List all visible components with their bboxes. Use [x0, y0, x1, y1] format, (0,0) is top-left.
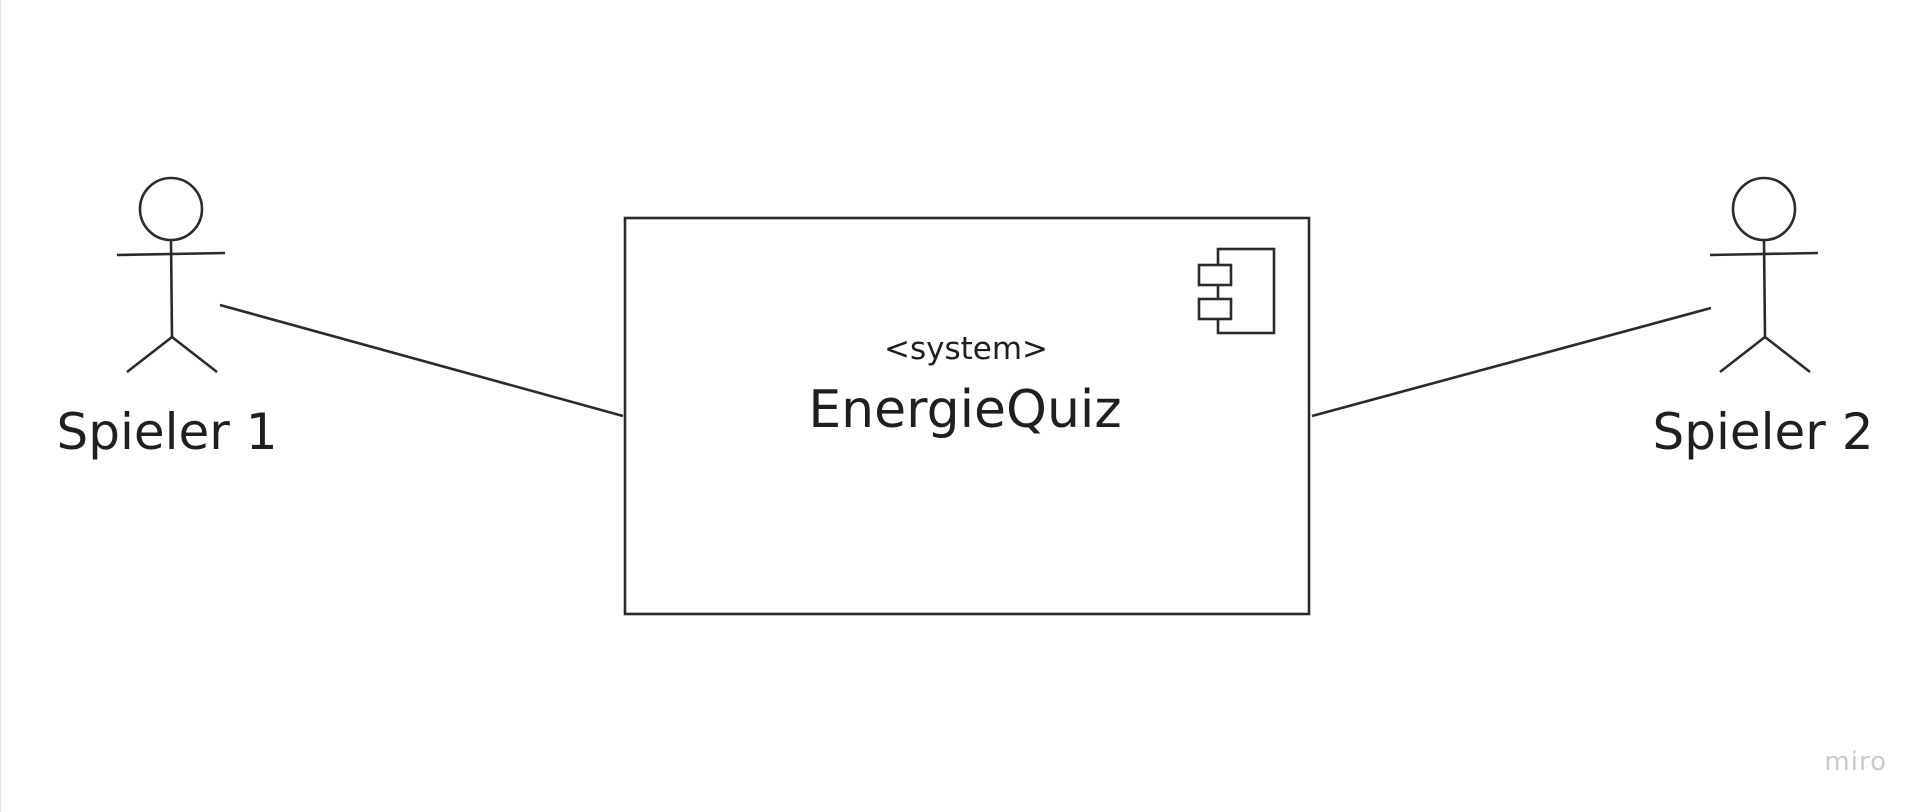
actor-body	[169, 239, 174, 338]
system-name: EnergieQuiz	[808, 380, 1121, 440]
actor-spieler-1[interactable]: Spieler 1	[56, 176, 278, 461]
actor-right-leg	[171, 335, 218, 374]
actor-label: Spieler 1	[56, 403, 277, 461]
actor-body	[1762, 239, 1767, 338]
actor-arms	[116, 251, 226, 257]
component-icon	[1197, 247, 1276, 335]
association-line-right[interactable]	[1311, 306, 1712, 418]
actor-right-leg	[1764, 335, 1811, 374]
association-line-left[interactable]	[219, 303, 624, 418]
actor-head	[138, 176, 204, 242]
actor-head	[1731, 176, 1797, 242]
system-boundary	[623, 216, 1311, 616]
actor-spieler-2[interactable]: Spieler 2	[1652, 176, 1874, 461]
actor-label: Spieler 2	[1652, 403, 1873, 461]
actor-arms	[1709, 251, 1819, 257]
system-stereotype: <system>	[884, 331, 1048, 367]
miro-watermark: miro	[1824, 747, 1887, 777]
system-box[interactable]: <system> EnergieQuiz	[623, 216, 1311, 616]
actor-left-leg	[1719, 335, 1766, 374]
actor-left-leg	[126, 335, 173, 374]
